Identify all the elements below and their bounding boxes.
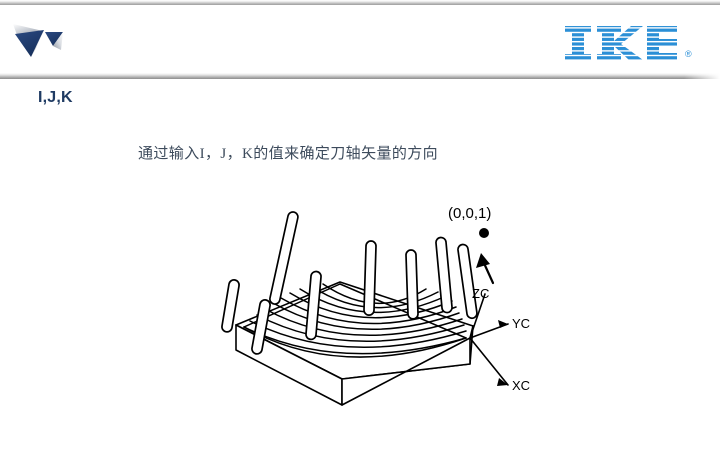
slide-header: ® bbox=[0, 5, 720, 75]
axis-label-yc: YC bbox=[512, 316, 530, 331]
vector-label: (0,0,1) bbox=[448, 205, 491, 222]
axis-vector-arrow bbox=[476, 228, 495, 285]
axis-label-xc: XC bbox=[512, 378, 530, 393]
coordinate-axes bbox=[469, 293, 509, 386]
tool-axis-vector-diagram: (0,0,1) ZC YC XC bbox=[220, 198, 550, 443]
axis-label-zc: ZC bbox=[472, 286, 489, 301]
ike-logo: ® bbox=[563, 20, 698, 62]
registered-trademark-symbol: ® bbox=[685, 49, 692, 59]
vector-end-point bbox=[479, 228, 489, 238]
header-divider-fade bbox=[0, 73, 720, 79]
tool-cylinders bbox=[221, 211, 478, 355]
ike-logo-letters bbox=[563, 24, 683, 62]
page-title: I,J,K bbox=[38, 89, 73, 106]
top-window-strip bbox=[0, 0, 720, 5]
slide-body-text: 通过输入I，J，K的值来确定刀轴矢量的方向 bbox=[138, 146, 439, 162]
delta-arrow-logo bbox=[11, 18, 73, 64]
